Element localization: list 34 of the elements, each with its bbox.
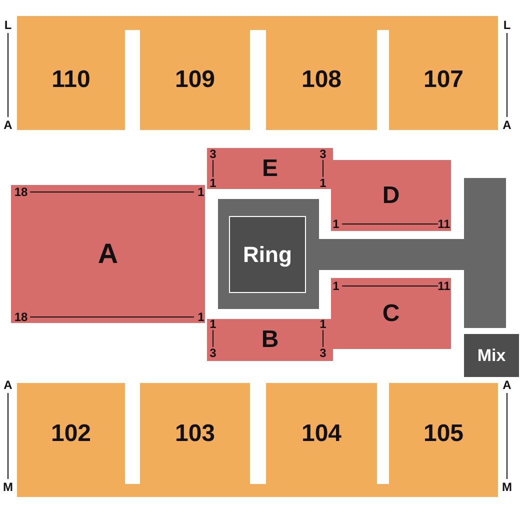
mix-booth: Mix <box>464 334 519 377</box>
seating-section: 102 <box>17 383 125 484</box>
ring: Ring <box>229 216 306 293</box>
row-marker: 3 <box>320 148 326 160</box>
row-marker: L <box>4 19 12 31</box>
seating-section: 103 <box>140 383 250 484</box>
row-marker: 3 <box>320 347 326 359</box>
row-marker: 3 <box>210 347 216 359</box>
row-marker: 18 <box>14 186 28 198</box>
row-marker: 1 <box>320 318 326 330</box>
row-marker: 11 <box>438 218 450 230</box>
row-marker: A <box>502 119 512 131</box>
row-marker: A <box>502 379 512 391</box>
row-marker: 11 <box>438 280 450 292</box>
row-marker: 1 <box>198 311 204 323</box>
row-marker: M <box>502 481 512 493</box>
row-marker: 18 <box>14 311 28 323</box>
row-marker: 3 <box>210 148 216 160</box>
row-marker: 1 <box>210 177 216 189</box>
row-marker: A <box>4 379 12 391</box>
seating-section: 108 <box>266 30 377 130</box>
row-marker: M <box>3 481 13 493</box>
seating-section: 109 <box>140 30 250 130</box>
seating-section: 110 <box>17 30 125 130</box>
row-marker: 1 <box>320 177 326 189</box>
row-marker: L <box>503 19 511 31</box>
seating-section: 107 <box>389 30 498 130</box>
seating-section: 105 <box>389 383 498 484</box>
row-marker: 1 <box>332 280 340 292</box>
row-marker: A <box>4 119 12 131</box>
row-marker: 1 <box>332 218 340 230</box>
row-marker: 1 <box>210 318 216 330</box>
seating-section: 104 <box>266 383 377 484</box>
row-marker: 1 <box>198 186 204 198</box>
